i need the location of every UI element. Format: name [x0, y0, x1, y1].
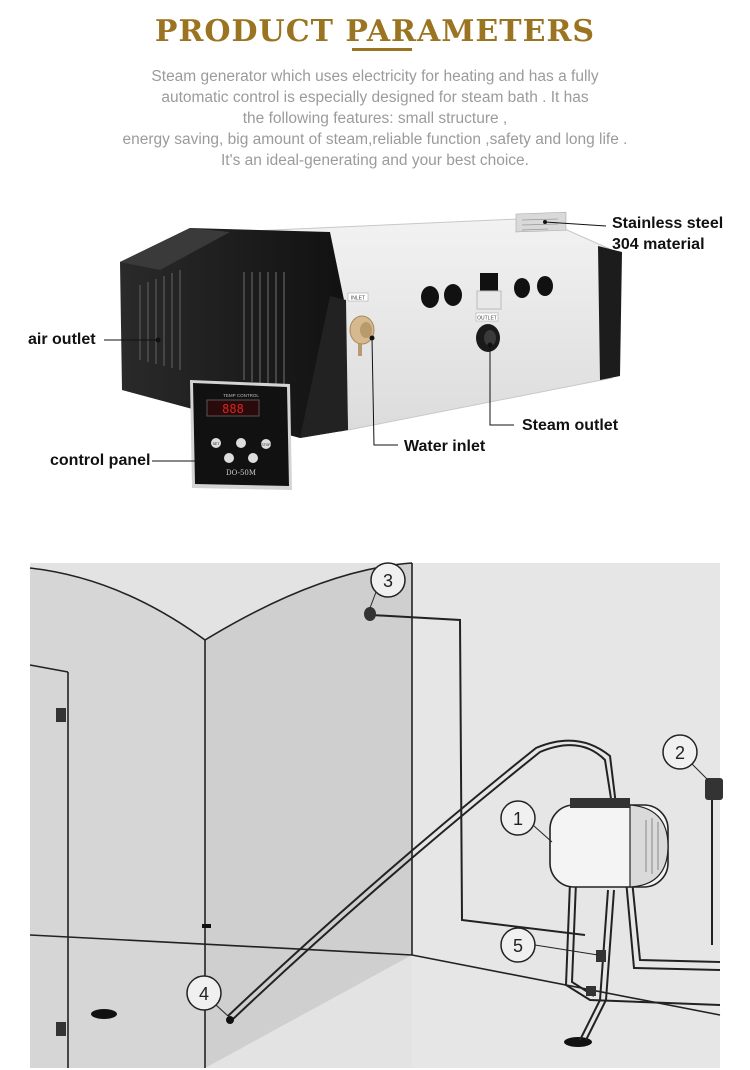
- description-line: It's an ideal-generating and your best c…: [221, 152, 529, 169]
- door-hinge-top: [56, 708, 66, 722]
- control-box: [705, 778, 723, 800]
- callout-1: 1: [513, 809, 523, 829]
- leader-lines: [104, 221, 607, 462]
- control-panel-device: TEMP CONTROL 888 SET STOP DO-50M: [190, 380, 292, 490]
- callout-3-circle: [370, 562, 406, 598]
- inlet-tag: [347, 292, 369, 302]
- pipes: [227, 614, 721, 1041]
- label-control-panel: control panel: [50, 452, 151, 469]
- water-connection: [226, 1016, 234, 1024]
- label-air-outlet: air outlet: [28, 331, 96, 348]
- outlet-tag-text: OUTLET: [477, 316, 497, 322]
- panel-display: [206, 399, 260, 417]
- product-description: Steam generator which uses electricity f…: [40, 66, 710, 171]
- callout-5: 5: [513, 936, 523, 956]
- label-stainless-steel: Stainless steel: [612, 215, 724, 232]
- callout-3: 3: [383, 571, 393, 591]
- title-underline: [352, 48, 412, 51]
- title-word-parameters: PARAMETERS: [345, 14, 596, 49]
- terminal-block: [480, 273, 498, 291]
- round-ports: [421, 276, 553, 308]
- diagram-steam-generator: [549, 798, 669, 888]
- outlet-tag: [475, 312, 499, 322]
- title-word-product: PRODUCT: [154, 14, 334, 49]
- panel-header-text: TEMP CONTROL: [223, 393, 259, 398]
- callout-5-circle: [500, 927, 536, 963]
- diagram-background: [30, 563, 720, 1068]
- steam-nozzle: [364, 607, 376, 621]
- panel-display-digits: 888: [222, 402, 244, 416]
- floor-drain: [91, 1009, 117, 1019]
- panel-set-text: SET: [213, 442, 221, 446]
- description-line: the following features: small structure …: [242, 110, 508, 127]
- callout-1-circle: [500, 800, 536, 836]
- door-hinge-bottom: [56, 1022, 66, 1036]
- panel-stop-text: STOP: [261, 443, 271, 447]
- panel-model-text: DO-50M: [226, 469, 256, 477]
- steam-generator-illustration: INLET OUTLET TEMP CONTROL 888 SET STOP D…: [104, 211, 622, 490]
- callout-4: 4: [199, 984, 209, 1004]
- vent-slots: [139, 270, 285, 390]
- nameplate: [515, 211, 567, 233]
- description-line: energy saving, big amount of steam,relia…: [122, 131, 628, 148]
- label-304-material: 304 material: [612, 236, 705, 253]
- description-line: Steam generator which uses electricity f…: [151, 68, 599, 85]
- callout-2-circle: [662, 734, 698, 770]
- label-steam-outlet: Steam outlet: [522, 417, 619, 434]
- callout-4-circle: [186, 975, 222, 1011]
- wall-drain: [564, 1037, 592, 1047]
- page-title: PRODUCT PARAMETERS: [0, 14, 750, 49]
- inlet-tag-text: INLET: [351, 296, 365, 302]
- description-line: automatic control is especially designed…: [161, 89, 589, 106]
- safety-valve: [596, 950, 606, 962]
- label-water-inlet: Water inlet: [404, 438, 486, 455]
- room-outlines: [29, 562, 721, 1068]
- callout-2: 2: [675, 743, 685, 763]
